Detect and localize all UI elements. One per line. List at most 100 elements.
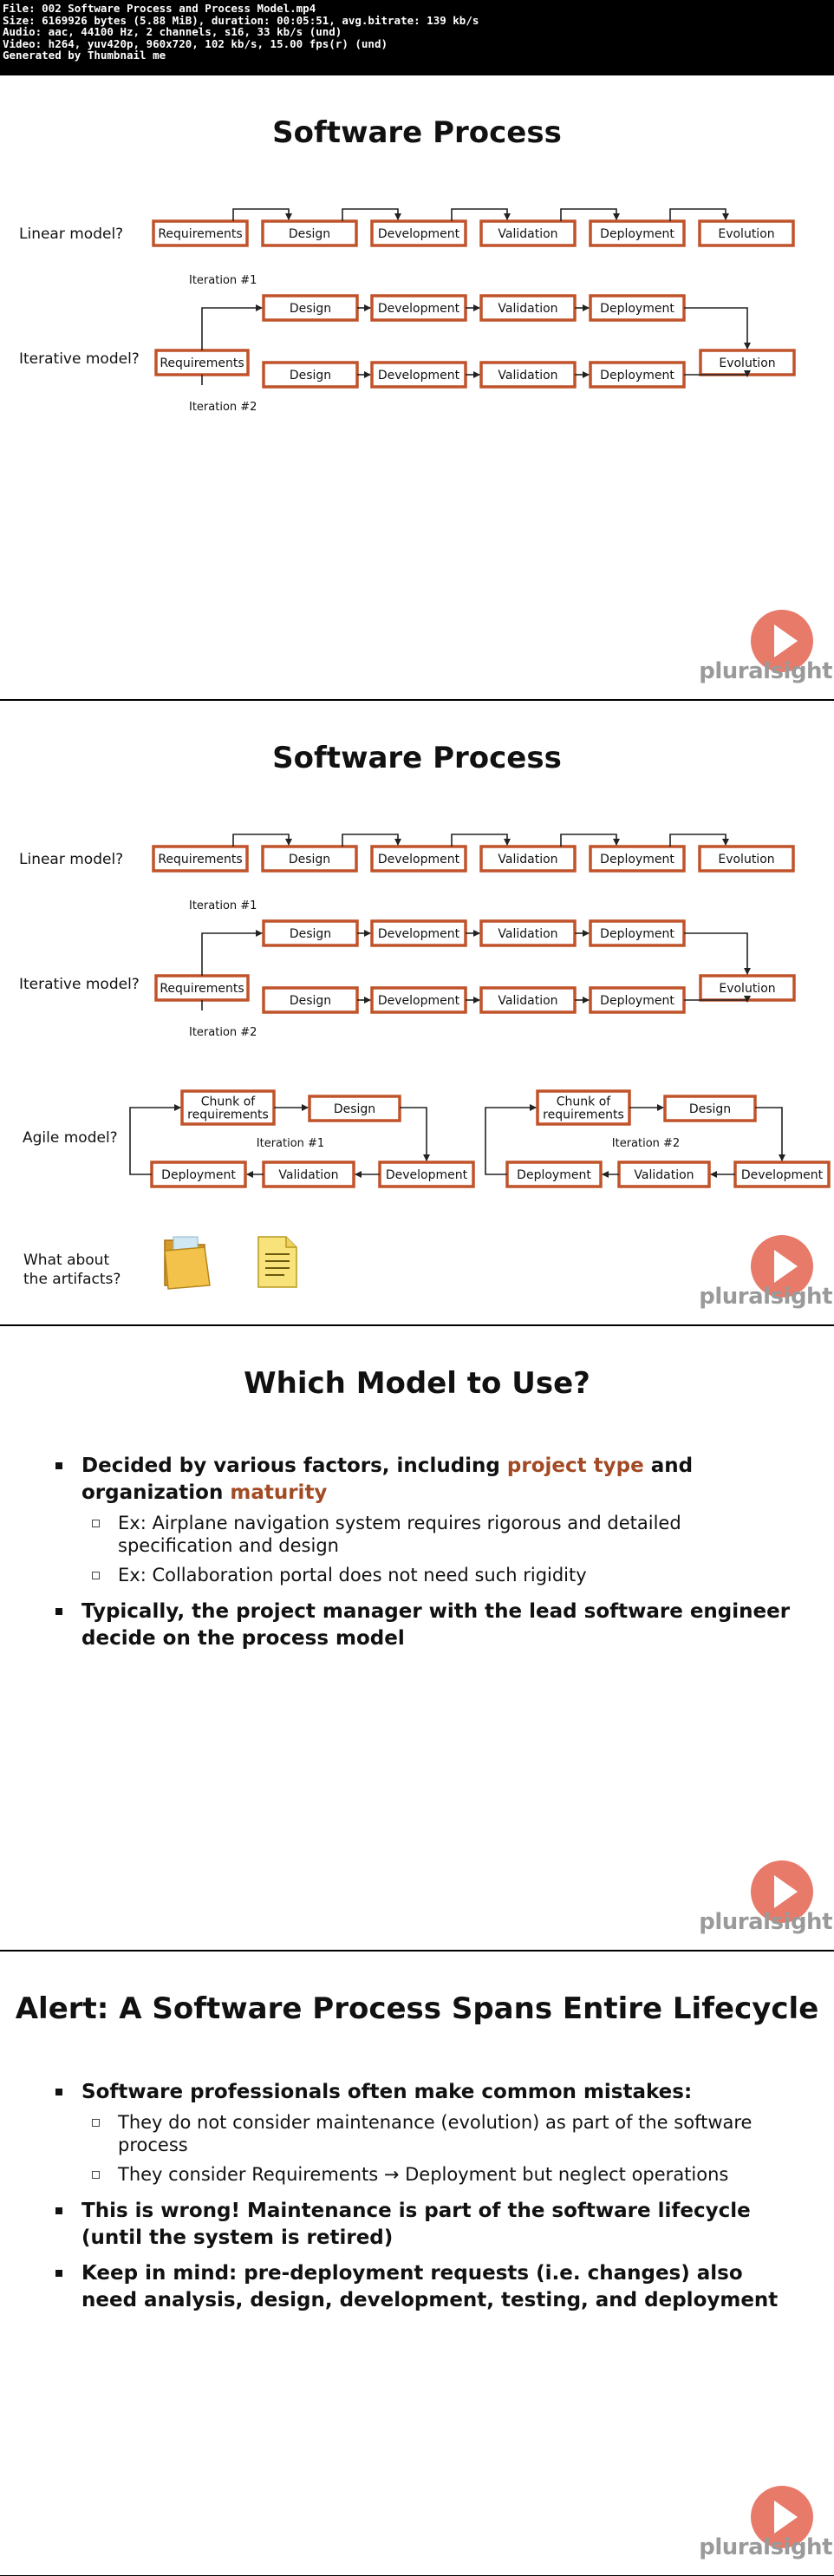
sub-bullet-portal: Ex: Collaboration portal does not need s… bbox=[52, 1564, 798, 1586]
linear-connector bbox=[232, 208, 292, 221]
iter-top-box-design-label: Design bbox=[290, 302, 331, 316]
linear-box-development-label: Development bbox=[378, 227, 460, 241]
sub-bullet-operations: They consider Requirements → Deployment … bbox=[52, 2163, 798, 2186]
agile-cycle-1-deployment: Deployment bbox=[150, 1161, 247, 1188]
slide-software-process-1: Software Process Linear model?Requiremen… bbox=[0, 75, 834, 699]
linear-box-requirements-label: Requirements bbox=[158, 853, 242, 866]
iter-box-requirements-label: Requirements bbox=[160, 356, 244, 370]
folder-icon bbox=[164, 1236, 211, 1290]
iter-box-requirements: Requirements bbox=[154, 349, 250, 376]
agile-cycle-1-iteration-label: Iteration #1 bbox=[257, 1137, 324, 1150]
play-icon bbox=[751, 1860, 813, 1923]
iter-top-box-design-label: Design bbox=[290, 927, 331, 941]
linear-box-validation-label: Validation bbox=[498, 227, 557, 241]
iter-top-box-development-label: Development bbox=[378, 927, 460, 941]
linear-box-design: Design bbox=[261, 845, 358, 873]
pluralsight-logo: pluralsight bbox=[699, 606, 834, 699]
iter-top-box-deployment: Deployment bbox=[589, 294, 686, 322]
iter-top-box-validation-label: Validation bbox=[498, 302, 557, 316]
agile-cycle-2-connector bbox=[485, 1104, 537, 1175]
iter-top-box-validation: Validation bbox=[479, 294, 577, 322]
slide-software-process-2: Software Process Linear model? Requiremen… bbox=[0, 701, 834, 1324]
agile-cycle-2-development: Development bbox=[733, 1161, 831, 1188]
agile-cycle-1-design: Design bbox=[308, 1095, 401, 1122]
bullet-list: Decided by various factors, including pr… bbox=[52, 1453, 798, 1657]
linear-box-development: Development bbox=[370, 219, 467, 247]
iter-bot-box-validation-label: Validation bbox=[498, 369, 557, 382]
linear-box-development-label: Development bbox=[378, 853, 460, 866]
linear-box-requirements-label: Requirements bbox=[158, 227, 242, 241]
logo-wordmark: pluralsight bbox=[699, 2534, 832, 2560]
sub-bullet-airplane: Ex: Airplane navigation system requires … bbox=[52, 1512, 798, 1557]
iter-box-evolution-label: Evolution bbox=[719, 982, 775, 996]
agile-cycle-2-design-label: Design bbox=[689, 1102, 731, 1116]
iter-bot-box-design-label: Design bbox=[290, 994, 331, 1008]
logo-wordmark: pluralsight bbox=[699, 1284, 832, 1310]
iter-top-box-validation-label: Validation bbox=[498, 927, 557, 941]
iter-top-box-deployment: Deployment bbox=[589, 919, 686, 947]
iter-join-top bbox=[684, 307, 751, 350]
document-icon bbox=[257, 1236, 297, 1288]
linear-model-label: Linear model? bbox=[19, 851, 123, 868]
iteration-2-label: Iteration #2 bbox=[189, 1026, 257, 1039]
agile-cycle-2-chunk-label: Chunk of bbox=[557, 1095, 612, 1109]
iter-bot-box-development: Development bbox=[370, 986, 467, 1014]
iter-bot-box-development: Development bbox=[370, 361, 467, 389]
play-icon bbox=[751, 2486, 813, 2548]
iter-top-box-development: Development bbox=[370, 919, 467, 947]
iter-bot-box-deployment-label: Deployment bbox=[600, 369, 674, 382]
play-icon bbox=[751, 1235, 813, 1298]
sub-bullet-maintenance: They do not consider maintenance (evolut… bbox=[52, 2111, 798, 2156]
file-line: File: 002 Software Process and Process M… bbox=[3, 2, 316, 15]
iter-bot-box-validation-label: Validation bbox=[498, 994, 557, 1008]
highlight-project-type: project type bbox=[506, 1455, 644, 1477]
linear-connector bbox=[560, 208, 620, 221]
slide-title: Alert: A Software Process Spans Entire L… bbox=[15, 1991, 819, 2026]
agile-cycle-2-connector bbox=[755, 1107, 785, 1161]
linear-box-design-label: Design bbox=[289, 227, 330, 241]
iter-bot-box-deployment: Deployment bbox=[589, 986, 686, 1014]
agile-cycle-1-validation: Validation bbox=[262, 1161, 355, 1188]
bullet-list: Software professionals often make common… bbox=[52, 2079, 798, 2319]
agile-cycle-2-development-label: Development bbox=[741, 1168, 824, 1182]
slide-title: Software Process bbox=[272, 741, 562, 775]
iter-bot-box-development-label: Development bbox=[378, 994, 460, 1008]
highlight-maturity: maturity bbox=[230, 1481, 328, 1504]
iter-box-evolution: Evolution bbox=[699, 349, 796, 376]
agile-cycle-1-connector bbox=[129, 1104, 181, 1175]
iter-top-box-development: Development bbox=[370, 294, 467, 322]
bullet-wrong: This is wrong! Maintenance is part of th… bbox=[52, 2198, 798, 2252]
linear-connector bbox=[342, 834, 401, 847]
agile-cycle-2-validation-label: Validation bbox=[634, 1168, 694, 1182]
slide-which-model: Which Model to Use? Decided by various f… bbox=[0, 1326, 834, 1950]
slide-title: Software Process bbox=[272, 115, 562, 150]
bullet-text: and organization bbox=[81, 1455, 694, 1504]
iter-bot-box-design: Design bbox=[262, 361, 359, 389]
linear-box-evolution: Evolution bbox=[698, 845, 795, 873]
linear-connector bbox=[451, 208, 511, 221]
iter-bot-box-validation: Validation bbox=[479, 986, 577, 1014]
linear-connector bbox=[232, 834, 292, 847]
bullet-keep-in-mind: Keep in mind: pre-deployment requests (i… bbox=[52, 2260, 798, 2314]
linear-box-design-label: Design bbox=[289, 853, 330, 866]
iter-bot-box-deployment: Deployment bbox=[589, 361, 686, 389]
bullet-text: Decided by various factors, including bbox=[81, 1455, 507, 1477]
linear-box-requirements: Requirements bbox=[152, 219, 249, 247]
iter-box-requirements-label: Requirements bbox=[160, 982, 244, 996]
agile-cycle-2-validation: Validation bbox=[617, 1161, 711, 1188]
linear-box-development: Development bbox=[370, 845, 467, 873]
iter-box-evolution: Evolution bbox=[699, 974, 796, 1002]
linear-box-evolution: Evolution bbox=[698, 219, 795, 247]
iter-join-bot bbox=[684, 370, 751, 377]
iter-top-box-design: Design bbox=[262, 294, 359, 322]
agile-cycle-1-development-label: Development bbox=[386, 1168, 468, 1182]
iter-box-requirements: Requirements bbox=[154, 974, 250, 1002]
linear-box-validation-label: Validation bbox=[498, 853, 557, 866]
linear-box-evolution-label: Evolution bbox=[718, 853, 774, 866]
agile-model-label: Agile model? bbox=[23, 1129, 118, 1147]
generator-line: Generated by Thumbnail me bbox=[3, 49, 166, 62]
linear-connector bbox=[669, 208, 729, 221]
linear-box-deployment: Deployment bbox=[589, 845, 686, 873]
iter-top-box-deployment-label: Deployment bbox=[600, 302, 674, 316]
